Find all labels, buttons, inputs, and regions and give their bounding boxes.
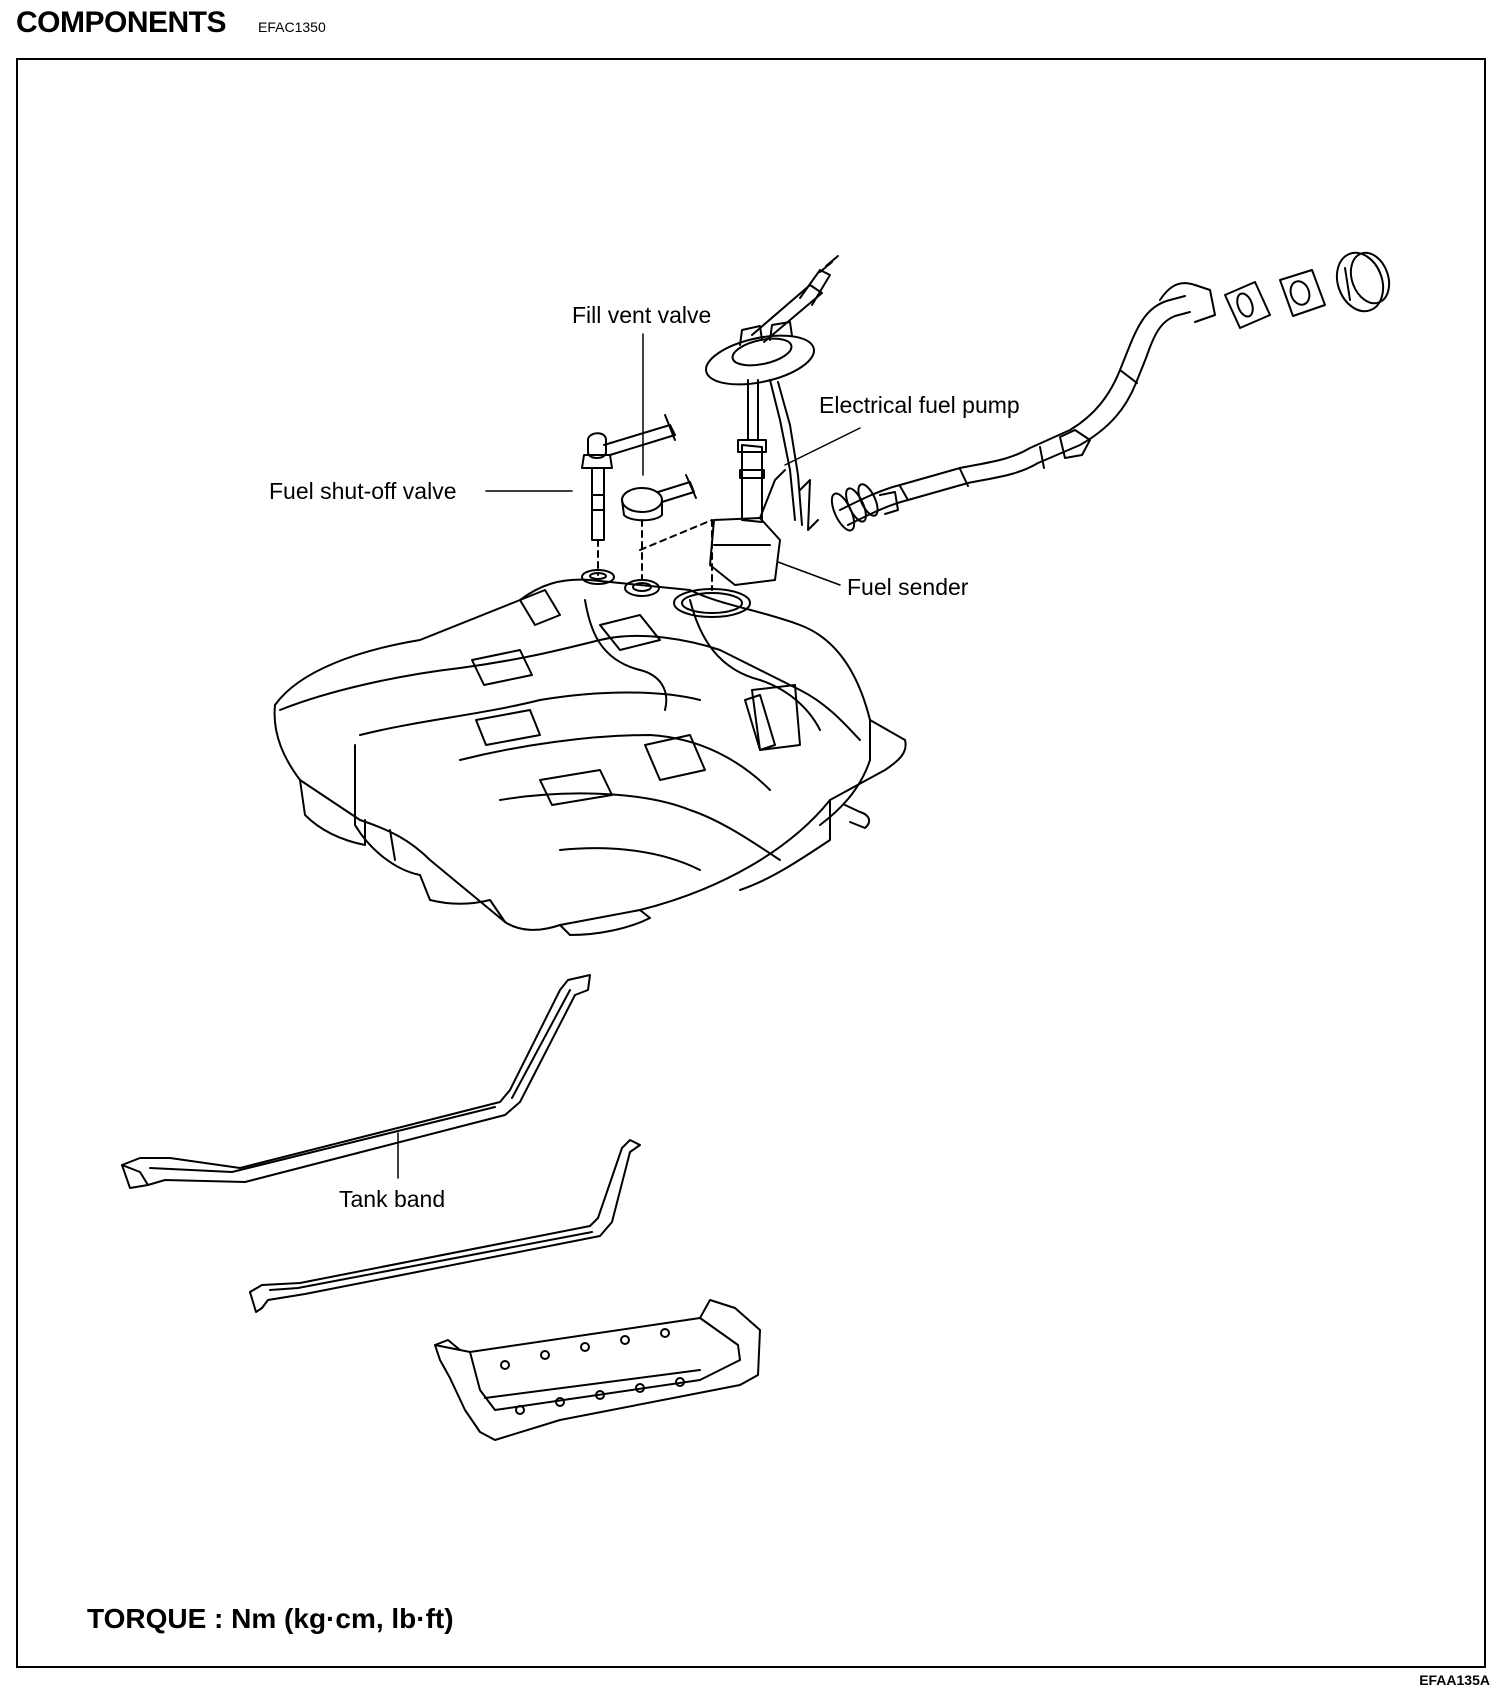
label-electrical-fuel-pump: Electrical fuel pump xyxy=(819,392,1020,418)
label-fuel-shutoff-valve: Fuel shut-off valve xyxy=(269,478,457,504)
fill-vent-valve-part xyxy=(622,475,696,580)
leader-lines xyxy=(397,333,861,1179)
leader-electrical-fuel-pump xyxy=(784,427,861,466)
page-header: COMPONENTS EFAC1350 xyxy=(16,6,326,40)
leader-fuel-sender xyxy=(777,561,841,586)
filler-neck-hose xyxy=(827,246,1396,533)
diagram-frame xyxy=(16,58,1486,1668)
tank-band-lower xyxy=(250,1140,640,1312)
fuel-pump-assembly xyxy=(640,256,838,590)
label-fill-vent-valve: Fill vent valve xyxy=(572,302,712,328)
heat-protector xyxy=(435,1300,760,1440)
fuel-tank xyxy=(275,570,906,935)
figure-id: EFAA135A xyxy=(1419,1672,1490,1688)
section-code: EFAC1350 xyxy=(258,19,326,35)
tank-band-upper xyxy=(122,975,590,1188)
page-title: COMPONENTS xyxy=(16,6,227,39)
torque-note: TORQUE : Nm (kg·cm, lb·ft) xyxy=(87,1603,454,1634)
label-tank-band: Tank band xyxy=(339,1186,446,1212)
label-fuel-sender: Fuel sender xyxy=(847,574,969,600)
